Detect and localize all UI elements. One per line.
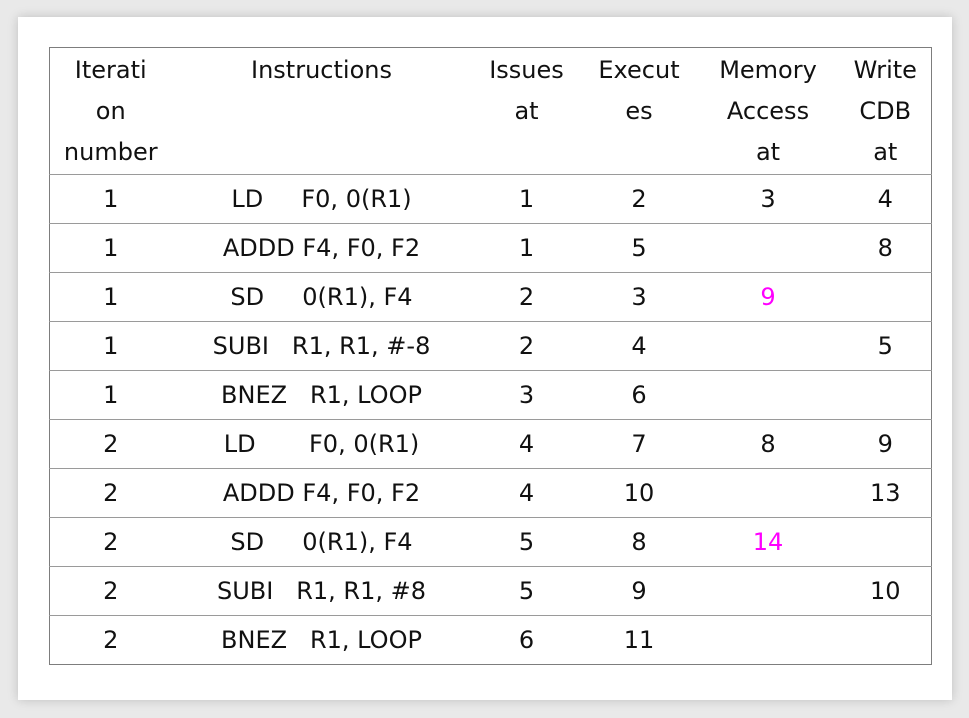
cell-execute: 3: [631, 283, 647, 311]
cell-instruction: BNEZ R1, LOOP: [221, 381, 422, 409]
cell-issue: 3: [518, 381, 535, 409]
cell-write-cdb: [840, 616, 932, 665]
cell-write-cdb: 13: [869, 479, 901, 507]
slide: Iterati on number Instructions Issues at…: [18, 17, 952, 700]
cell-execute: 4: [631, 332, 647, 360]
cell-instruction: LD F0, 0(R1): [223, 430, 420, 458]
cell-iteration: 2: [103, 479, 119, 507]
cell-execute: 11: [623, 626, 655, 654]
cell-issue: 2: [518, 332, 535, 360]
cell-issue: 6: [518, 626, 535, 654]
cell-execute: 6: [631, 381, 647, 409]
header-iteration-number: Iterati on number: [63, 56, 158, 166]
table-row: 2 LD F0, 0(R1) 4 7 8 9: [49, 419, 932, 469]
cell-issue: 5: [518, 577, 535, 605]
cell-iteration: 1: [103, 332, 119, 360]
cell-instruction: ADDD F4, F0, F2: [222, 479, 421, 507]
cell-issue: 1: [518, 185, 535, 213]
cell-instruction: SD 0(R1), F4: [230, 283, 413, 311]
cell-memory-access: [697, 469, 840, 518]
cell-iteration: 1: [103, 381, 119, 409]
header-row: Iterati on number Instructions Issues at…: [50, 48, 932, 175]
cell-instruction: ADDD F4, F0, F2: [222, 234, 421, 262]
cell-write-cdb: [840, 371, 932, 420]
header-instructions: Instructions: [251, 56, 392, 84]
cell-iteration: 2: [103, 577, 119, 605]
cell-execute: 10: [623, 479, 655, 507]
cell-iteration: 1: [103, 185, 119, 213]
cell-write-cdb: 8: [877, 234, 893, 262]
cell-execute: 8: [631, 528, 647, 556]
header-issues-at: Issues at: [489, 56, 564, 125]
cell-instruction: SUBI R1, R1, #8: [216, 577, 426, 605]
cell-memory-access: [697, 616, 840, 665]
cell-instruction: SD 0(R1), F4: [230, 528, 413, 556]
cell-issue: 1: [518, 234, 535, 262]
cell-issue: 2: [518, 283, 535, 311]
cell-execute: 2: [631, 185, 647, 213]
cell-write-cdb: 9: [877, 430, 893, 458]
cell-instruction: SUBI R1, R1, #-8: [212, 332, 431, 360]
table-row: 2 ADDD F4, F0, F2 4 10 13: [49, 468, 932, 518]
cell-write-cdb: 10: [869, 577, 901, 605]
cell-issue: 5: [518, 528, 535, 556]
cell-memory-access: [697, 224, 840, 273]
cell-issue: 4: [518, 430, 535, 458]
table-row: 1 SD 0(R1), F4 2 3 9: [49, 272, 932, 322]
cell-iteration: 1: [103, 234, 119, 262]
header-memory-access-at: Memory Access at: [719, 56, 817, 166]
table-row: 1 BNEZ R1, LOOP 3 6: [49, 370, 932, 420]
cell-issue: 4: [518, 479, 535, 507]
cell-memory-access: 8: [760, 430, 776, 458]
cell-iteration: 2: [103, 430, 119, 458]
header-executes: Execut es: [598, 56, 680, 125]
cell-iteration: 2: [103, 528, 119, 556]
table-row: 1 ADDD F4, F0, F2 1 5 8: [49, 223, 932, 273]
cell-write-cdb: 5: [877, 332, 893, 360]
cell-execute: 9: [631, 577, 647, 605]
cell-memory-access-highlighted: 9: [760, 283, 776, 311]
cell-instruction: LD F0, 0(R1): [231, 185, 412, 213]
cell-iteration: 2: [103, 626, 119, 654]
cell-memory-access: [697, 371, 840, 420]
table-row: 2 SD 0(R1), F4 5 8 14: [49, 517, 932, 567]
cell-instruction: BNEZ R1, LOOP: [221, 626, 422, 654]
cell-memory-access-highlighted: 14: [752, 528, 784, 556]
cell-execute: 5: [631, 234, 647, 262]
table-row: 2 BNEZ R1, LOOP 6 11: [49, 615, 932, 665]
cell-iteration: 1: [103, 283, 119, 311]
table-row: 2 SUBI R1, R1, #8 5 9 10: [49, 566, 932, 616]
table-row: 1 LD F0, 0(R1) 1 2 3 4: [49, 174, 932, 224]
cell-write-cdb: [840, 518, 932, 567]
header-write-cdb-at: Write CDB at: [853, 56, 917, 166]
cell-memory-access: [697, 322, 840, 371]
cell-write-cdb: 4: [877, 185, 893, 213]
cell-execute: 7: [631, 430, 647, 458]
table-row: 1 SUBI R1, R1, #-8 2 4 5: [49, 321, 932, 371]
cell-memory-access: [697, 567, 840, 616]
tomasulo-schedule-table: Iterati on number Instructions Issues at…: [49, 47, 932, 665]
cell-write-cdb: [840, 273, 932, 322]
cell-memory-access: 3: [760, 185, 776, 213]
